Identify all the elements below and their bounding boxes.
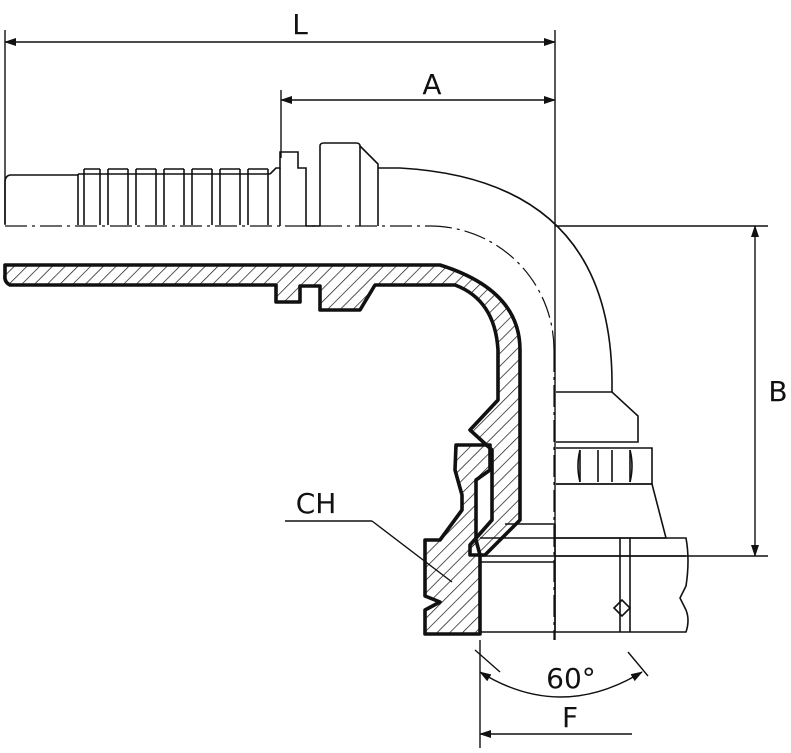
dimension-B	[555, 225, 768, 557]
label-A: A	[422, 68, 441, 101]
dimension-A	[280, 90, 556, 158]
label-CH: CH	[296, 487, 337, 520]
label-L: L	[292, 8, 308, 41]
swivel-nut-exterior	[480, 391, 689, 633]
fitting-section	[3, 263, 522, 636]
centerlines	[5, 225, 555, 640]
label-B: B	[768, 375, 787, 408]
label-angle: 60°	[546, 662, 596, 695]
leader-CH	[285, 520, 453, 583]
hose-tail-exterior	[4, 142, 613, 392]
label-F: F	[562, 701, 578, 734]
